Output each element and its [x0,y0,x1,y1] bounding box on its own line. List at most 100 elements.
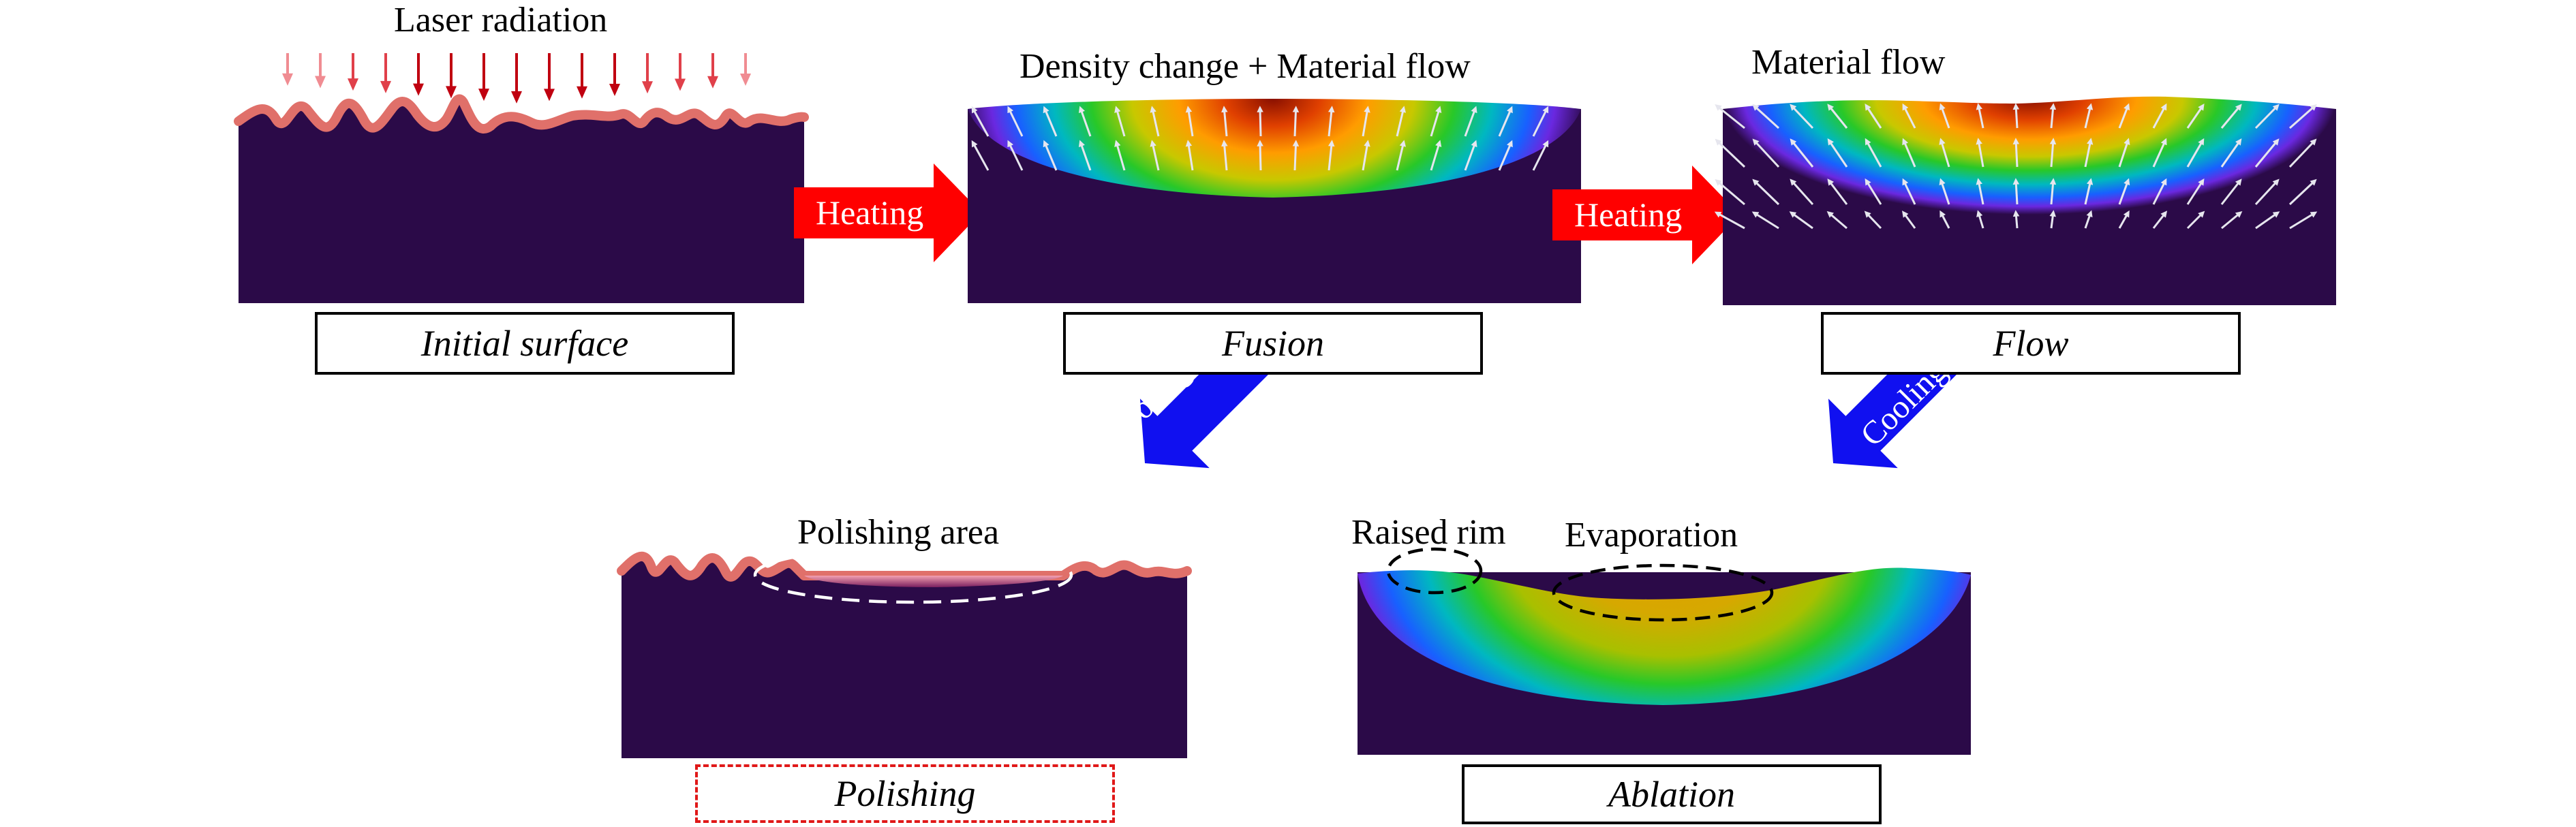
stage-ablation [1358,547,1971,755]
flow-vector [1827,104,1848,129]
flow-vector [971,106,990,137]
flow-vector [2084,138,2094,168]
caption-initial-surface: Initial surface [315,312,735,375]
flow-vector [1714,211,1745,230]
flow-vector [1976,210,1984,229]
heating-label-1: Heating [816,193,924,232]
laser-arrow [577,53,587,99]
laser-arrow [675,53,686,91]
flow-vector [1790,104,1814,129]
flow-vector [2288,178,2317,206]
flow-vector [1362,140,1370,171]
flow-vector [1902,103,1916,129]
heating-label-2: Heating [1574,196,1683,234]
flow-vector [1396,106,1406,137]
laser-arrow [740,53,751,87]
flow-vector [1150,140,1160,171]
flow-vector [1221,106,1228,137]
flow-vector [2049,138,2057,168]
flow-vector [1790,138,1814,168]
flow-vector [2118,138,2130,168]
flow-vector [2049,210,2056,229]
flow-vector [1902,138,1916,168]
flow-vector [2012,138,2020,168]
flow-vector [1007,106,1024,137]
flow-vector [1752,178,1780,206]
flow-vector [2084,178,2094,205]
flow-vector [1430,106,1442,137]
raised-rim-label: Raised rim [1351,513,1506,552]
polishing-substrate-block [622,556,1187,758]
flow-vector [971,140,990,171]
flow-vector [1362,106,1370,137]
flow-vector [1864,210,1882,230]
flow-vector [2012,103,2020,129]
flow-vector [2012,210,2020,229]
laser-arrow [380,53,391,93]
flow-vector [2186,210,2205,230]
laser-arrows [282,53,751,104]
flow-vector [2254,104,2280,129]
flow-vector [2152,178,2167,205]
flow-vector [1257,140,1263,171]
flow-vector [2289,104,2317,129]
flow-vector [2186,138,2205,168]
flow-flow-vectors [1714,103,2318,230]
flow-vector [1043,106,1058,137]
flow-vector [1464,140,1477,171]
flow-vector [1790,178,1814,206]
polishing-area-marker [753,546,1073,604]
flow-vector [2254,138,2280,168]
heating-arrow-2 [1552,166,1740,264]
flow-vector [1789,211,1813,230]
caption-ablation: Ablation [1462,764,1882,824]
flow-vector [2221,210,2243,230]
flow-vector [1007,140,1024,171]
initial-melt-surface-line [234,94,809,134]
flow-vector [2220,104,2242,129]
caption-polishing: Polishing [695,764,1115,823]
flow-vector [1902,178,1916,205]
flow-vector [2118,178,2130,205]
flow-vector [1078,140,1092,171]
flow-vector [1328,140,1335,171]
flow-vector [1752,104,1780,129]
flow-vector [2012,178,2020,205]
laser-arrow [544,53,555,102]
stage-initial-surface [234,53,809,304]
flow-vector [1751,211,1779,230]
flow-melt-pool [1723,96,2336,221]
flow-vector [2152,138,2167,168]
flow-vector [1715,104,1745,129]
flow-vector [1976,178,1984,205]
flow-vector [1185,140,1194,171]
laser-arrow [511,53,522,104]
flow-vector [1292,106,1300,137]
flow-vector [1939,178,1950,205]
flow-vector [1114,106,1126,137]
caption-fusion: Fusion [1063,312,1483,375]
flow-vector [1221,140,1228,171]
flow-vector [2049,103,2057,129]
evaporation-marker [1552,563,1774,622]
flow-vector [1532,106,1549,137]
laser-arrow [282,53,293,86]
laser-arrow [642,53,653,94]
flow-vector [2152,210,2168,229]
laser-arrow [348,53,358,91]
flow-vector [1976,103,1984,129]
material-flow-label: Material flow [1751,43,1946,82]
ablation-melt-pool [1358,567,1971,705]
flow-vector [1865,138,1882,168]
fusion-flow-vectors [971,106,1549,171]
flow-vector [1826,210,1847,230]
flow-vector [1185,106,1194,137]
flow-vector [1150,106,1160,137]
flow-vector [2220,138,2242,168]
heating-arrow-1 [794,163,981,262]
flow-vector [1043,140,1058,171]
flow-vector [1939,210,1950,229]
flow-vector [2049,178,2057,205]
flow-vector [2289,211,2318,230]
